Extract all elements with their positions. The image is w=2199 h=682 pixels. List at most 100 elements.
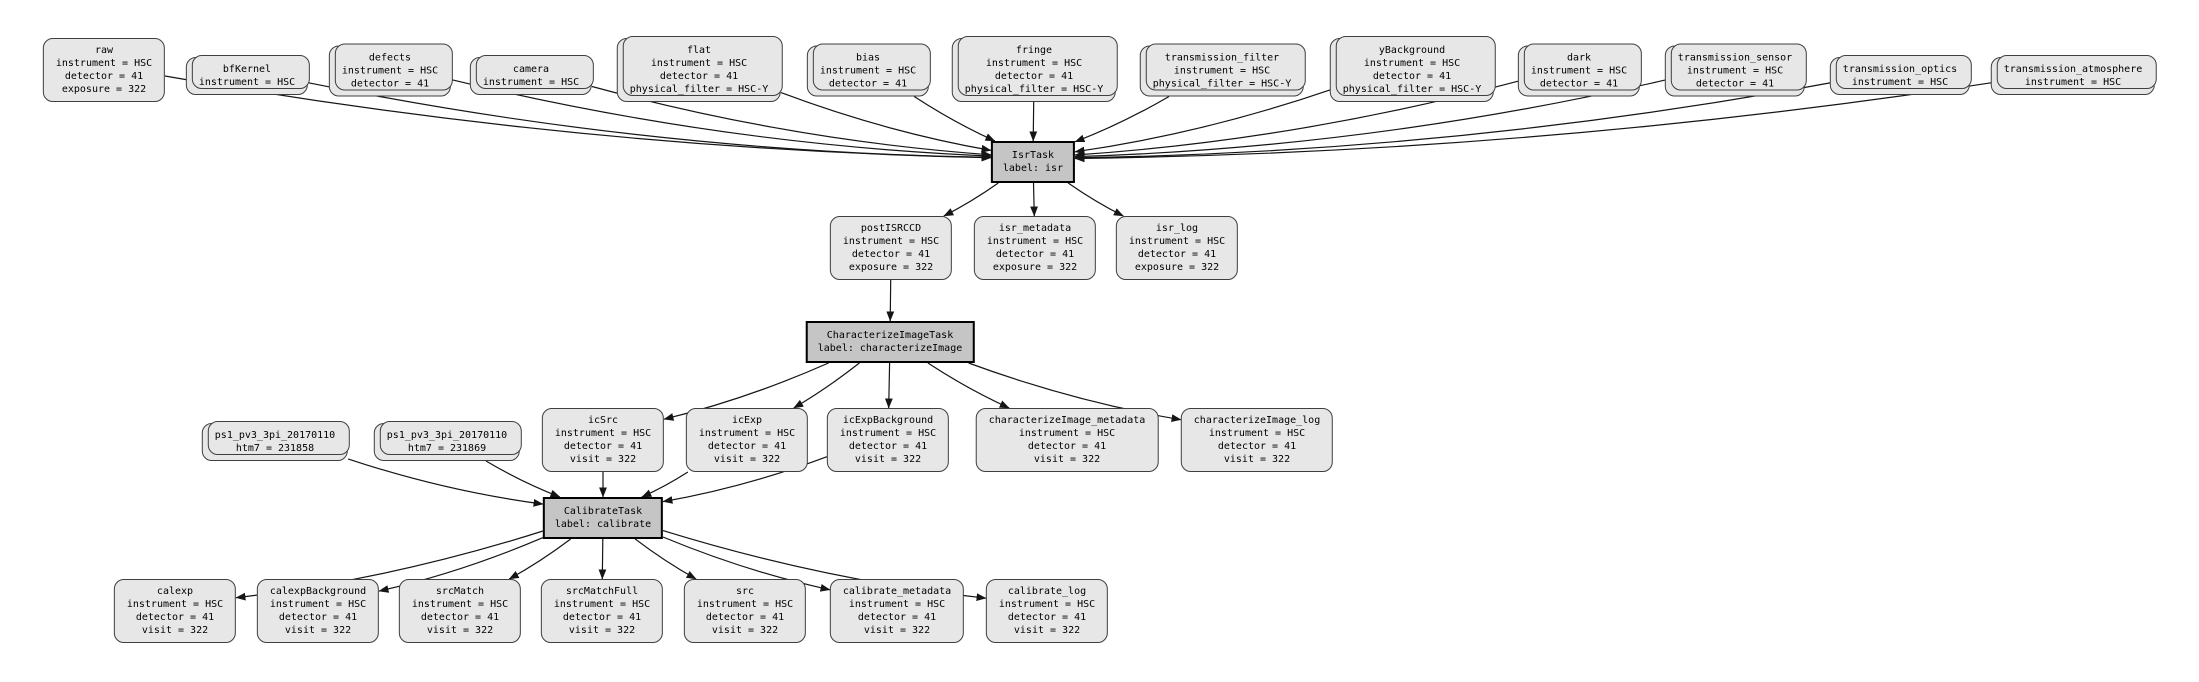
- edge-calibrate-to-srcMatchFull: [598, 538, 607, 580]
- edge-calibrate-to-src: [634, 538, 697, 580]
- node-field: visit = 322: [1013, 625, 1081, 636]
- node-field: detector = 41: [995, 249, 1075, 260]
- node-title: icExp: [731, 415, 763, 426]
- node-field: detector = 41: [135, 612, 215, 623]
- node-field: detector = 41: [705, 612, 785, 623]
- node-title: transmission_sensor: [1677, 52, 1793, 64]
- edge-ps1_231869-to-calibrate: [485, 460, 561, 498]
- node-field: detector = 41: [1027, 441, 1107, 452]
- node-field: detector = 41: [278, 612, 358, 623]
- node-field: visit = 322: [713, 454, 781, 465]
- node-title: isr_metadata: [998, 223, 1072, 234]
- node-title: transmission_atmosphere: [2003, 64, 2143, 75]
- node-field: instrument = HSC: [341, 65, 439, 77]
- node-title: defects: [368, 52, 412, 64]
- edge-characterizeImage-to-icSrc: [663, 362, 829, 421]
- node-field: detector = 41: [1372, 71, 1452, 82]
- edge-flat-to-isr: [780, 92, 992, 153]
- edge-defects-to-isr: [450, 79, 992, 160]
- node-field: instrument = HSC: [55, 58, 153, 69]
- node-title: srcMatchFull: [565, 586, 639, 597]
- node-title: postISRCCD: [860, 223, 922, 234]
- node-field: detector = 41: [1217, 441, 1297, 452]
- node-field: visit = 322: [284, 625, 352, 636]
- node-field: instrument = HSC: [998, 599, 1096, 610]
- node-field: instrument = HSC: [839, 428, 937, 439]
- node-title: fringe: [1015, 45, 1053, 56]
- node-field: label: isr: [1002, 163, 1064, 174]
- edge-bias-to-isr: [913, 95, 996, 142]
- node-field: exposure = 322: [992, 262, 1078, 273]
- node-title: ps1_pv3_3pi_20170110: [386, 430, 508, 441]
- node-title: transmission_filter: [1164, 52, 1280, 64]
- node-field: instrument = HSC: [482, 77, 580, 88]
- node-title: yBackground: [1378, 45, 1446, 56]
- node-title: flat: [686, 45, 712, 56]
- node-field: detector = 41: [1137, 249, 1217, 260]
- edge-ps1_231858-to-calibrate: [347, 458, 544, 507]
- dataset-node-characterizeImage_metadata: characterizeImage_metadata instrument = H…: [975, 408, 1159, 472]
- node-field: instrument = HSC: [848, 599, 946, 610]
- node-field: instrument = HSC: [1018, 428, 1116, 439]
- node-title: dark: [1566, 52, 1592, 64]
- node-title: ps1_pv3_3pi_20170110: [214, 430, 336, 441]
- node-field: instrument = HSC: [198, 77, 296, 88]
- node-field: instrument = HSC: [1173, 65, 1271, 77]
- node-title: characterizeImage_metadata: [988, 415, 1146, 426]
- node-field: instrument = HSC: [696, 599, 794, 610]
- node-field: label: characterizeImage: [817, 343, 963, 354]
- node-field: detector = 41: [659, 71, 739, 82]
- edge-calibrate-to-calibrate_metadata: [662, 536, 831, 592]
- node-field: visit = 322: [1033, 454, 1101, 465]
- node-field: detector = 41: [563, 441, 643, 452]
- edge-calibrate-to-calexpBackground: [378, 537, 544, 593]
- node-field: instrument = HSC: [650, 58, 748, 69]
- node-field: detector = 41: [851, 249, 931, 260]
- edge-bfKernel-to-isr: [307, 82, 992, 162]
- node-title: raw: [94, 45, 114, 56]
- dataset-node-ps1_231858: ps1_pv3_3pi_20170110 htm7 = 231858: [201, 421, 351, 461]
- edge-characterizeImage-to-icExp: [793, 362, 860, 409]
- node-title: srcMatch: [435, 586, 485, 597]
- node-field: detector = 41: [420, 612, 500, 623]
- node-field: visit = 322: [569, 454, 637, 465]
- node-field: label: calibrate: [554, 519, 652, 530]
- node-field: htm7 = 231858: [235, 443, 315, 454]
- node-field: instrument = HSC: [554, 428, 652, 439]
- node-field: exposure = 322: [61, 84, 147, 95]
- edge-characterizeImage-to-icExpBackground: [884, 362, 893, 409]
- node-field: instrument = HSC: [2024, 77, 2122, 88]
- dataset-node-transmission_atmosphere: transmission_atmosphere instrument = HSC: [1990, 55, 2158, 95]
- node-field: visit = 322: [426, 625, 494, 636]
- node-field: detector = 41: [1695, 78, 1775, 90]
- node-field: instrument = HSC: [269, 599, 367, 610]
- node-field: instrument = HSC: [842, 236, 940, 247]
- node-title: IsrTask: [1011, 150, 1055, 161]
- node-field: instrument = HSC: [1363, 58, 1461, 69]
- edge-yBackground-to-isr: [1074, 89, 1331, 155]
- node-field: detector = 41: [350, 78, 430, 90]
- node-field: visit = 322: [863, 625, 931, 636]
- node-title: src: [735, 586, 755, 597]
- node-field: instrument = HSC: [1530, 65, 1628, 77]
- node-title: characterizeImage_log: [1193, 415, 1321, 426]
- node-title: transmission_optics: [1842, 64, 1958, 75]
- edge-fringe-to-isr: [1029, 101, 1038, 142]
- node-field: instrument = HSC: [1686, 65, 1784, 77]
